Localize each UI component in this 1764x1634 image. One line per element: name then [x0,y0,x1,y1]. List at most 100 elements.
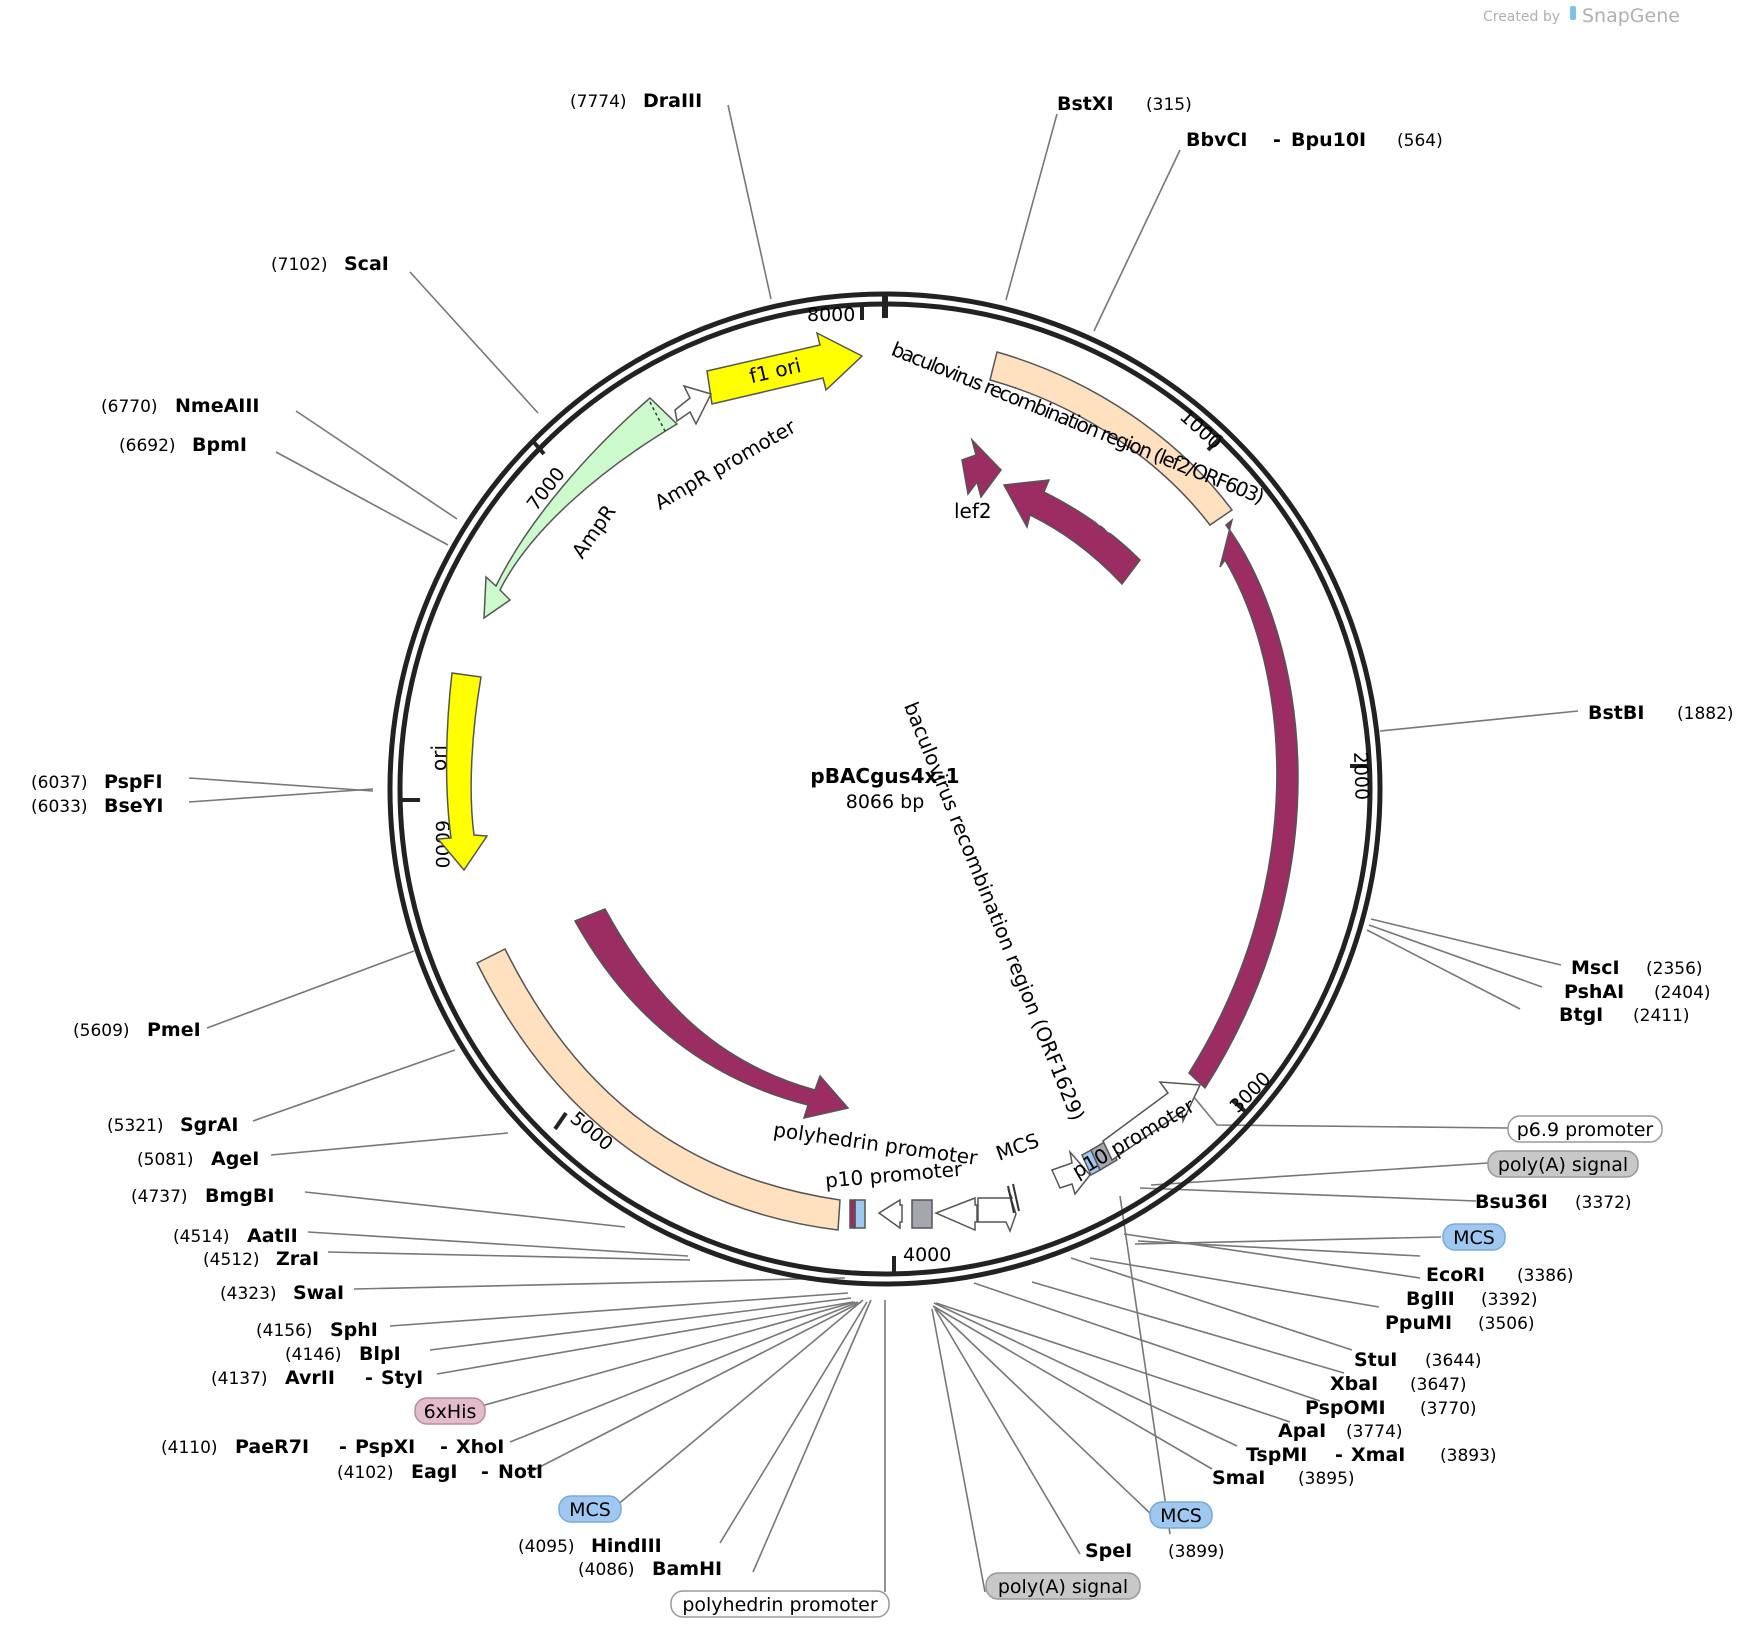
site-label-eagi-noti: (4102) EagI - NotI [337,1461,543,1483]
svg-text:(3386): (3386) [1517,1266,1574,1286]
svg-text:(2404): (2404) [1654,983,1711,1003]
lef2-label: lef2 [954,499,992,523]
svg-text:AatII: AatII [247,1225,298,1247]
site-label-blpi: (4146) BlpI [285,1343,401,1365]
svg-text:TspMI: TspMI [1246,1444,1307,1466]
tick-label-4000: 4000 [903,1244,951,1266]
site-label-ppumi: PpuMI (3506) [1385,1312,1535,1334]
site-label-agei: (5081) AgeI [137,1148,259,1170]
svg-text:(564): (564) [1397,131,1443,151]
site-label-hindiii: (4095) HindIII [518,1535,662,1557]
site-label-ecori: EcoRI (3386) [1426,1264,1574,1286]
site-label-smai: SmaI (3895) [1212,1467,1355,1489]
svg-text:-: - [1273,129,1281,151]
svg-text:(4146): (4146) [285,1345,342,1365]
leader-lines [188,104,1579,1593]
p10-promoter-label-b: p10 promoter [1068,1093,1200,1183]
svg-text:(4737): (4737) [131,1187,188,1207]
plasmid-name: pBACgus4x-1 [810,764,959,788]
svg-text:poly(A) signal: poly(A) signal [1498,1154,1628,1176]
box-polya-signal-bottom: poly(A) signal [985,1572,1141,1600]
p10-magenta-sliver [849,1199,856,1229]
svg-text:NotI: NotI [498,1461,543,1483]
mcs-marker-2 [1012,1183,1020,1212]
svg-text:(4323): (4323) [220,1284,277,1304]
svg-text:AvrII: AvrII [285,1367,335,1389]
site-label-tspmi-xmai: TspMI - XmaI (3893) [1246,1444,1497,1466]
svg-text:SpeI: SpeI [1085,1540,1132,1562]
svg-text:MCS: MCS [569,1499,611,1521]
plasmid-size: 8066 bp [846,791,925,813]
svg-text:(6037): (6037) [31,773,88,793]
box-polyhedrin-promoter: polyhedrin promoter [670,1590,890,1618]
lef2-arrow [961,437,1002,499]
site-label-btgi: BtgI (2411) [1559,1004,1690,1026]
site-label-bsu36i: Bsu36I (3372) [1475,1191,1632,1213]
snapgene-logo-icon [1570,6,1576,20]
svg-text:BglII: BglII [1406,1288,1455,1310]
svg-text:(3392): (3392) [1481,1290,1538,1310]
svg-text:SgrAI: SgrAI [180,1114,238,1136]
svg-text:(2356): (2356) [1646,959,1703,979]
svg-text:Bsu36I: Bsu36I [1475,1191,1548,1213]
svg-text:XhoI: XhoI [456,1436,504,1458]
svg-text:(5321): (5321) [107,1116,164,1136]
svg-text:(4102): (4102) [337,1463,394,1483]
svg-text:(7774): (7774) [570,92,627,112]
tick-label-2000: 2000 [1349,751,1373,800]
bac-region-orf1629-label: baculovirus recombination region (ORF162… [899,698,1090,1124]
gus-arrow [1188,517,1299,1090]
svg-text:-: - [339,1436,347,1458]
svg-text:BstBI: BstBI [1588,702,1644,724]
svg-text:(4156): (4156) [256,1321,313,1341]
svg-text:ApaI: ApaI [1278,1420,1326,1442]
svg-text:Bpu10I: Bpu10I [1291,129,1366,151]
svg-text:HindIII: HindIII [591,1535,662,1557]
box-p69-promoter: p6.9 promoter [1507,1115,1663,1143]
svg-text:(5081): (5081) [137,1150,194,1170]
site-label-bstxi: BstXI (315) [1057,93,1192,115]
site-label-apai: ApaI (3774) [1278,1420,1403,1442]
mcs-marker-1 [1007,1185,1015,1214]
site-label-pspomi: PspOMI (3770) [1305,1397,1477,1419]
bac-region-lef2-bar [989,351,1234,527]
backbone-ring [387,291,1383,1287]
svg-text:BamHI: BamHI [652,1558,722,1580]
svg-text:MCS: MCS [1453,1227,1495,1249]
box-mcs-right: MCS [1442,1223,1506,1251]
ori-arrow [436,672,489,872]
p10-blue-box-left [854,1199,866,1229]
polyhedrin-promoter-arrow [934,1196,978,1232]
site-label-sgrai: (5321) SgrAI [107,1114,238,1136]
svg-text:BmgBI: BmgBI [205,1185,274,1207]
site-label-draiii: (7774) DraIII [570,90,702,112]
ampr-promoter-arrow [674,384,713,426]
svg-text:(1882): (1882) [1677,704,1734,724]
svg-text:XmaI: XmaI [1351,1444,1405,1466]
site-label-bstbi: BstBI (1882) [1588,702,1734,724]
tick-label-1000: 1000 [1175,405,1226,454]
site-label-bamhi: (4086) BamHI [578,1558,722,1580]
svg-text:MCS: MCS [1160,1505,1202,1527]
svg-text:(4086): (4086) [578,1560,635,1580]
svg-text:PpuMI: PpuMI [1385,1312,1452,1334]
svg-text:BlpI: BlpI [359,1343,401,1365]
orf1629-arrow [573,908,850,1120]
svg-text:StuI: StuI [1354,1349,1397,1371]
svg-text:SphI: SphI [330,1319,378,1341]
svg-text:XbaI: XbaI [1330,1373,1378,1395]
svg-text:PmeI: PmeI [147,1019,201,1041]
svg-text:-: - [365,1367,373,1389]
site-label-aatii: (4514) AatII [173,1225,298,1247]
svg-text:-: - [440,1436,448,1458]
bac-region-lef2-label: baculovirus recombination region (lef2/O… [888,337,1268,509]
gus-label: GUS [1319,802,1348,846]
site-label-swai: (4323) SwaI [220,1282,344,1304]
svg-text:BseYI: BseYI [104,795,164,817]
svg-text:poly(A) signal: poly(A) signal [998,1576,1128,1598]
site-label-bmgbi: (4737) BmgBI [131,1185,274,1207]
svg-text:PspFI: PspFI [104,771,163,793]
svg-text:(3647): (3647) [1410,1375,1467,1395]
ampr-label: AmpR [567,500,621,563]
